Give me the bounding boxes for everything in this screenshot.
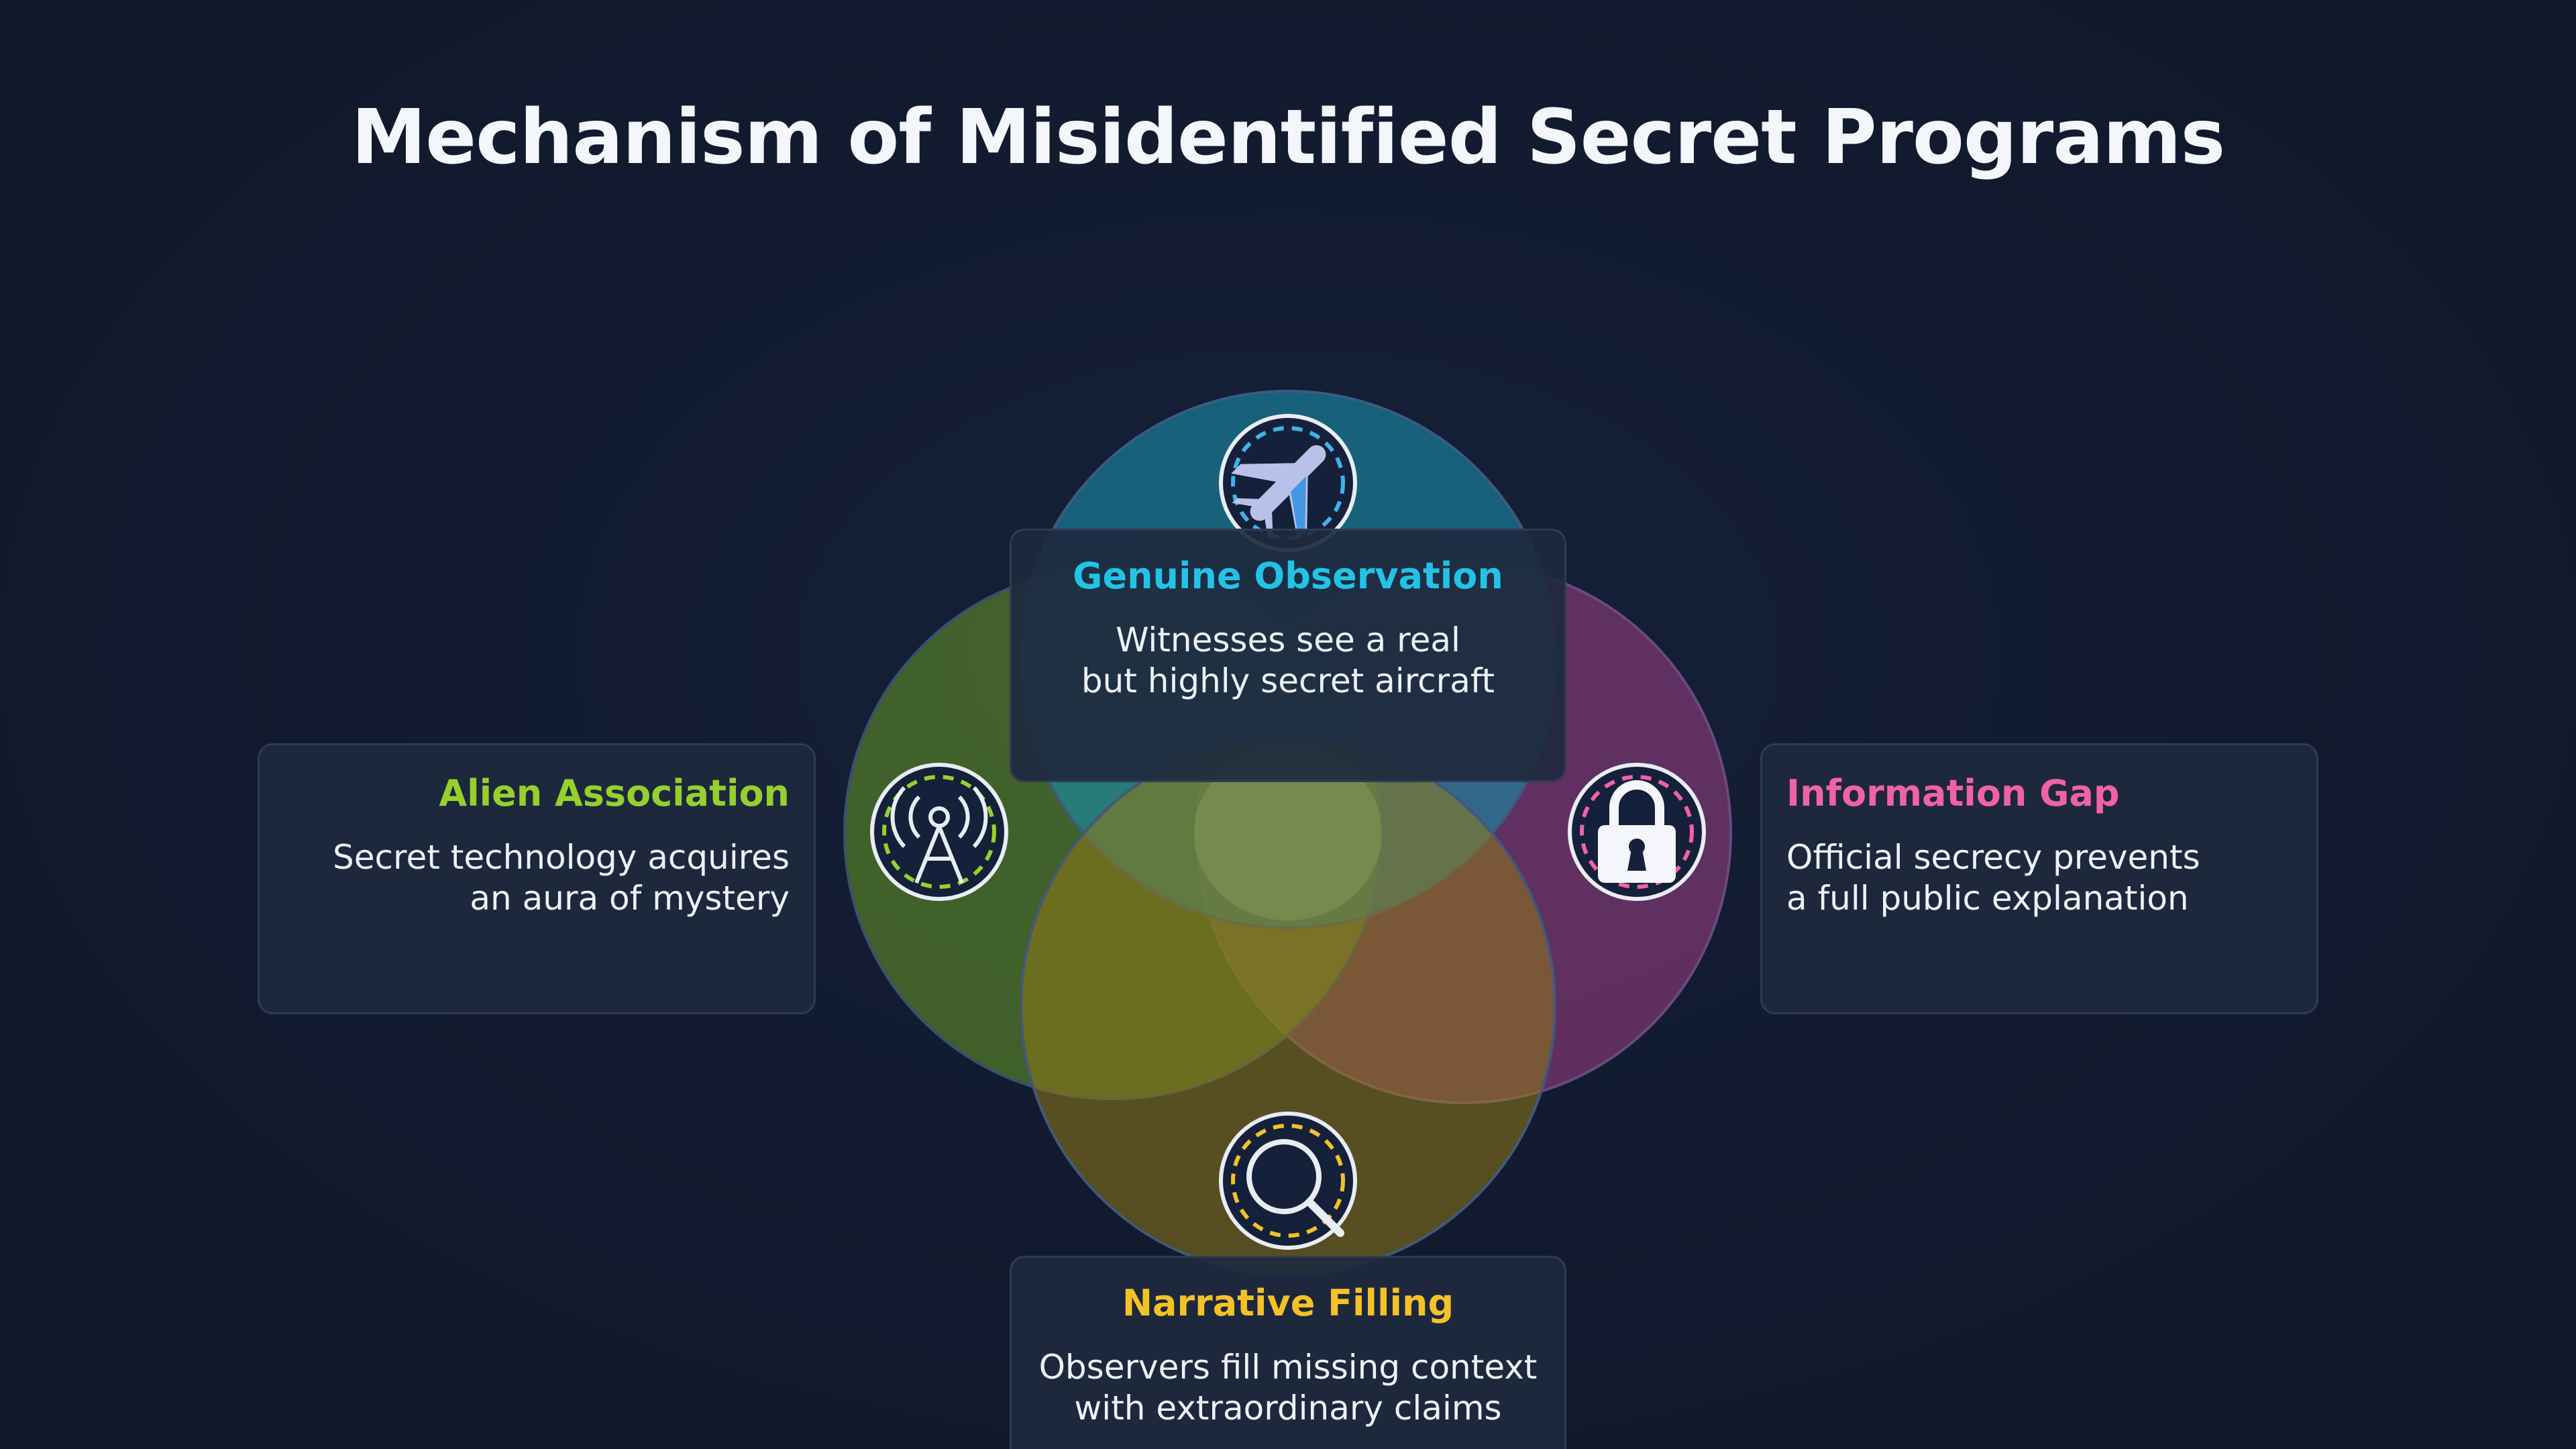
radio-tower-icon: [870, 763, 1008, 901]
magnifier-icon: [1219, 1112, 1357, 1250]
alien-association-text: Secret technology acquires an aura of my…: [333, 837, 790, 918]
page-title: Mechanism of Misidentified Secret Progra…: [351, 94, 2226, 181]
information-gap-text: Official secrecy prevents a full public …: [1786, 837, 2200, 918]
padlock-icon: [1568, 763, 1706, 901]
alien-association-heading: Alien Association: [439, 772, 790, 814]
genuine-observation-text: Witnesses see a real but highly secret a…: [1081, 620, 1495, 700]
information-gap-card: Information Gap Official secrecy prevent…: [1760, 743, 2318, 1014]
narrative-filling-text: Observers fill missing context with extr…: [1038, 1347, 1538, 1428]
airplane-icon: [1219, 414, 1357, 552]
center-overlap: [1194, 746, 1382, 920]
information-gap-heading: Information Gap: [1786, 772, 2120, 814]
narrative-filling-heading: Narrative Filling: [1122, 1282, 1454, 1324]
narrative-filling-card: Narrative Filling Observers fill missing…: [1010, 1256, 1566, 1449]
alien-association-card: Alien Association Secret technology acqu…: [258, 743, 816, 1014]
genuine-observation-heading: Genuine Observation: [1073, 555, 1503, 597]
genuine-observation-card: Genuine Observation Witnesses see a real…: [1010, 529, 1566, 782]
